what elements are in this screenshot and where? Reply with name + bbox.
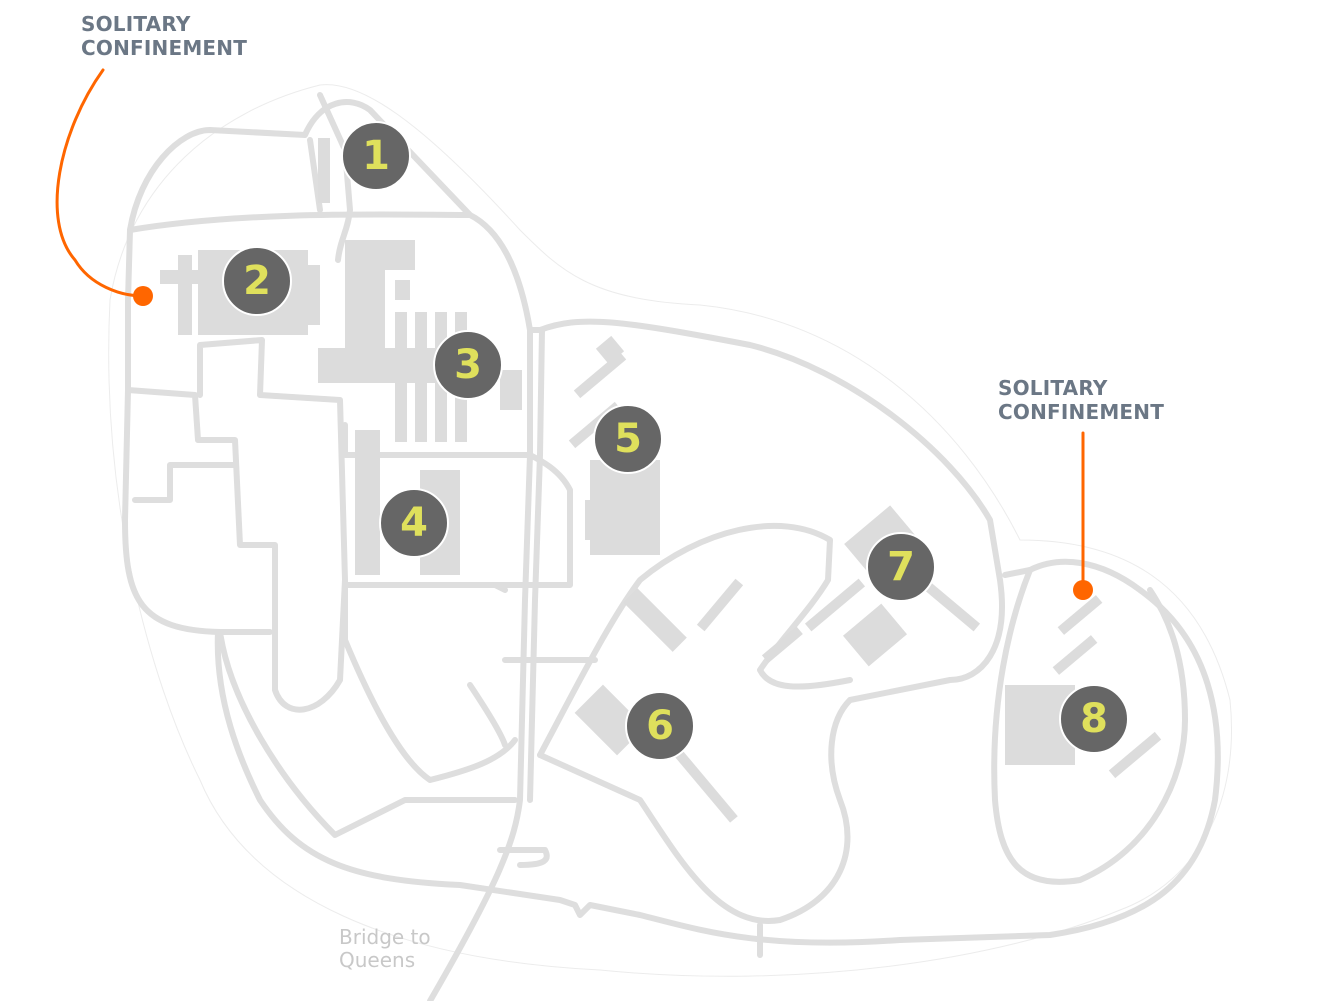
facility-marker-5[interactable]: 5: [593, 404, 663, 474]
label-line: Bridge to: [339, 925, 431, 949]
callout-dot-west: [133, 286, 153, 306]
callout-lines: [55, 68, 1093, 600]
bridge-to-queens-label: Bridge to Queens: [339, 926, 431, 972]
label-line: CONFINEMENT: [998, 400, 1165, 424]
solitary-confinement-label-west: SOLITARY CONFINEMENT: [81, 12, 247, 60]
facility-marker-3[interactable]: 3: [433, 330, 503, 400]
label-line: SOLITARY: [81, 12, 191, 36]
facility-marker-7[interactable]: 7: [866, 532, 936, 602]
label-line: CONFINEMENT: [81, 36, 248, 60]
label-line: Queens: [339, 948, 416, 972]
label-line: SOLITARY: [998, 376, 1108, 400]
callout-dot-east: [1073, 580, 1093, 600]
facility-marker-2[interactable]: 2: [222, 246, 292, 316]
facility-marker-8[interactable]: 8: [1059, 684, 1129, 754]
buildings: [160, 138, 1162, 823]
roads: [122, 92, 1221, 1001]
facility-marker-6[interactable]: 6: [625, 691, 695, 761]
facility-marker-1[interactable]: 1: [341, 121, 411, 191]
facility-marker-4[interactable]: 4: [379, 488, 449, 558]
solitary-confinement-label-east: SOLITARY CONFINEMENT: [998, 376, 1164, 424]
